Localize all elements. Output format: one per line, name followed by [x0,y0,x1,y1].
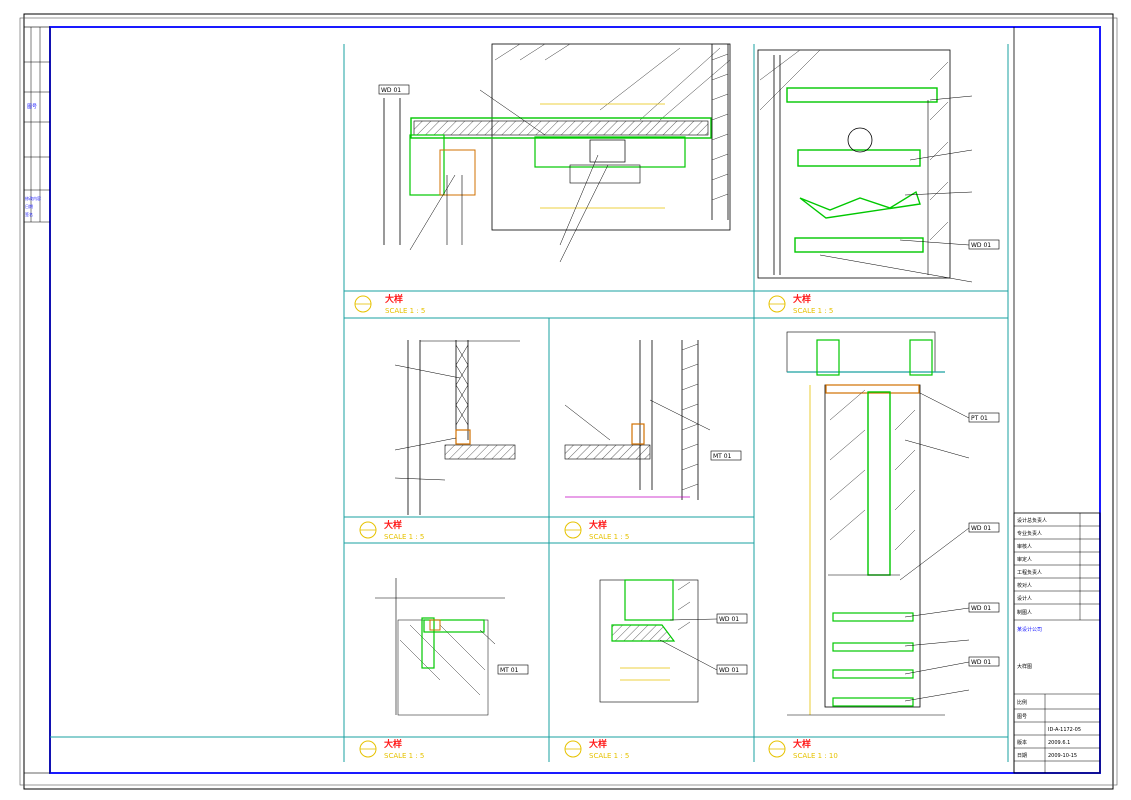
tb-date: 2009-10-15 [1048,753,1077,759]
tb-drawing-name: 大样图 [1017,663,1032,670]
detail-4-drawing: MT 01 [564,340,742,500]
detail-3-scale: SCALE 1 : 5 [384,533,424,541]
tag-wd01-d1: WD 01 [381,87,401,94]
detail-3-drawing [394,340,520,515]
detail-6-title: 大样 [589,738,607,750]
detail-7-title: 大样 [793,738,811,750]
margin-label-revision: 修改内容 [25,195,41,201]
tb-row-2: 审核人 [1017,543,1032,550]
tag-mt01-d5: MT 01 [500,667,519,674]
detail-title-3: 大样 SCALE 1 : 5 [359,519,424,541]
margin-label-sign: 签名 [25,211,33,217]
detail-6-scale: SCALE 1 : 5 [589,752,629,760]
tag-wd01-d6b: WD 01 [719,667,739,674]
tb-row-5: 校对人 [1017,582,1032,589]
tag-mt01-d4: MT 01 [713,453,732,460]
detail-6-drawing: WD 01 WD 01 [599,579,748,703]
tb-version: 2009.6.1 [1048,740,1070,746]
title-block: 设计总负责人 专业负责人 审核人 审定人 工程负责人 校对人 设计人 制图人 某… [1013,27,1101,774]
detail-4-title: 大样 [589,519,607,531]
tb-row-6: 设计人 [1017,595,1032,602]
detail-1-title: 大样 [385,293,403,305]
detail-title-1: 大样 SCALE 1 : 5 [354,293,425,315]
detail-7-scale: SCALE 1 : 10 [793,752,838,760]
detail-1-drawing: WD 01 [378,43,731,263]
detail-7-drawing: PT 01 WD 01 WD 01 WD 01 [786,331,1000,716]
tb-row-0: 设计总负责人 [1017,517,1047,524]
tb-company: 某设计公司 [1017,626,1042,633]
tb-version-label: 版本 [1017,739,1027,746]
detail-grid [50,44,1009,762]
tag-wd01-d7b: WD 01 [971,605,991,612]
detail-4-scale: SCALE 1 : 5 [589,533,629,541]
tb-row-7: 制图人 [1017,609,1032,616]
detail-title-2: 大样 SCALE 1 : 5 [768,293,833,315]
tb-row-4: 工程负责人 [1017,569,1042,576]
detail-2-title: 大样 [793,293,811,305]
tb-drawing-no: ID-A-1172-05 [1048,727,1081,733]
tag-wd01-d6a: WD 01 [719,616,739,623]
margin-label-drawing-no: 图号 [27,104,37,110]
tb-row-1: 专业负责人 [1017,530,1042,537]
detail-5-drawing: MT 01 [375,578,529,716]
outer-border-2 [19,17,1118,786]
tb-scale-label: 比例 [1017,699,1027,706]
inner-frame [49,26,1101,774]
detail-2-drawing: WD 01 [757,49,1000,283]
tag-wd01-d2: WD 01 [971,242,991,249]
detail-5-scale: SCALE 1 : 5 [384,752,424,760]
left-margin-strip: 图号 修改内容 日期 签名 [23,26,51,774]
detail-title-4: 大样 SCALE 1 : 5 [564,519,629,541]
detail-1-scale: SCALE 1 : 5 [385,307,425,315]
tag-wd01-d7a: WD 01 [971,525,991,532]
detail-3-title: 大样 [384,519,402,531]
tb-row-3: 审定人 [1017,556,1032,563]
margin-label-date: 日期 [25,203,33,209]
detail-title-7: 大样 SCALE 1 : 10 [768,738,838,760]
tb-date-label: 日期 [1017,753,1027,759]
detail-title-5: 大样 SCALE 1 : 5 [359,738,424,760]
detail-5-title: 大样 [384,738,402,750]
tag-wd01-d7c: WD 01 [971,659,991,666]
tag-pt01-d7: PT 01 [971,415,988,422]
detail-2-scale: SCALE 1 : 5 [793,307,833,315]
tb-drawing-no-label: 图号 [1017,714,1027,720]
detail-title-6: 大样 SCALE 1 : 5 [564,738,629,760]
